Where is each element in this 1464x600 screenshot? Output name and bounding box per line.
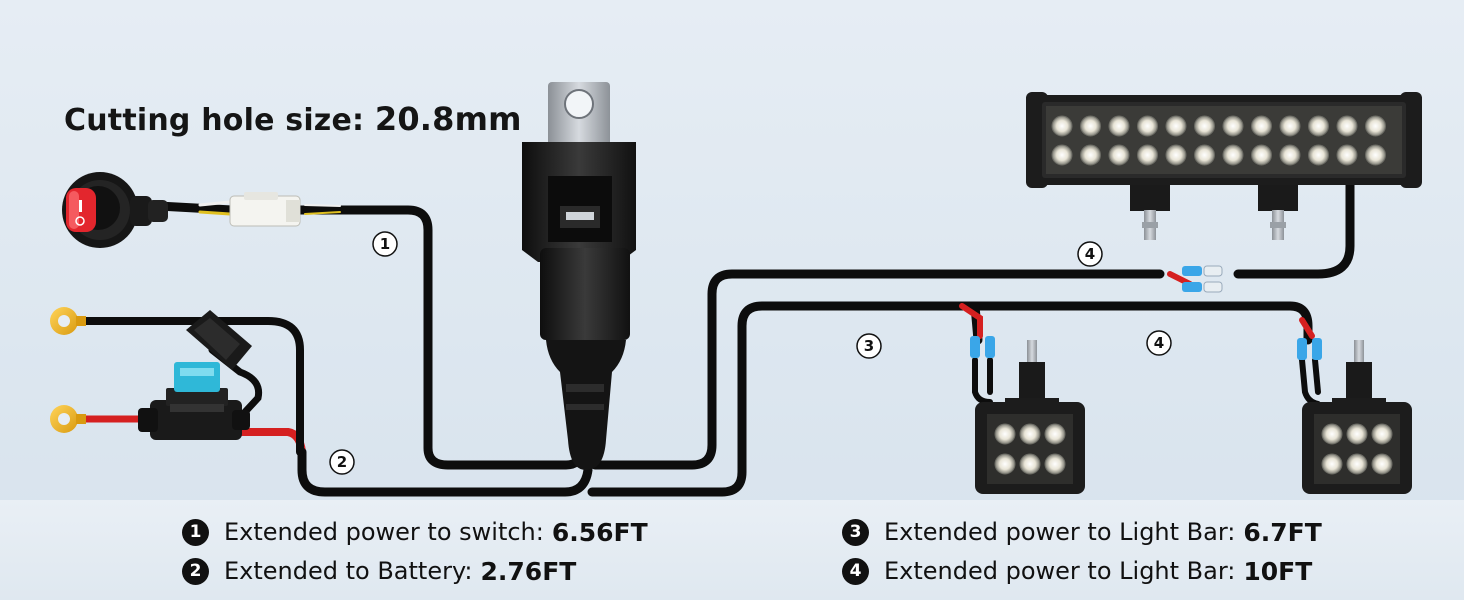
led-lens (1321, 453, 1343, 475)
led-lens (994, 423, 1016, 445)
wire-battery-negative (76, 317, 304, 456)
relay-icon (522, 82, 636, 470)
wire-fuse-loop (208, 346, 263, 416)
led-lens (1194, 144, 1215, 166)
cutting-hole-title: Cutting hole size: 20.8mm (64, 100, 522, 138)
wire-light-bar-feed (590, 180, 1355, 470)
wire-marker-1: 1 (372, 231, 398, 257)
ring-terminal-icon (50, 405, 86, 433)
bullet-connector-icon (970, 336, 1322, 360)
led-lens (1108, 144, 1130, 166)
cutting-hole-label: Cutting hole size: (64, 103, 365, 138)
led-lens (1108, 115, 1130, 137)
led-lens (1080, 144, 1101, 166)
legend-number: 3 (842, 518, 869, 546)
led-lens (1222, 144, 1244, 166)
led-lens (1371, 453, 1393, 475)
led-lens (1019, 423, 1041, 445)
led-lens (1165, 115, 1187, 137)
led-lens (1019, 453, 1041, 475)
led-lens (1336, 144, 1358, 166)
legend-value: 6.7FT (1243, 517, 1322, 547)
fuse-holder-icon (138, 310, 252, 440)
legend-band (0, 500, 1464, 600)
led-lens (1051, 115, 1073, 137)
svg-text:4: 4 (1154, 334, 1164, 352)
led-lens (1308, 144, 1329, 166)
led-light-bar-icon (1026, 92, 1422, 240)
led-lens (1251, 115, 1272, 137)
legend-number: 4 (842, 557, 869, 585)
led-lens (1194, 115, 1215, 137)
legend-label: Extended to Battery: (224, 557, 473, 585)
cutting-hole-value: 20.8mm (374, 100, 522, 138)
led-lens (1346, 423, 1368, 445)
led-lens (1137, 115, 1158, 137)
legend-number: 1 (182, 518, 209, 546)
wire-marker-3: 3 (856, 333, 882, 359)
led-lens (1321, 423, 1343, 445)
rocker-switch-icon (62, 172, 168, 248)
wiring-diagram: 1 2 3 4 4 (50, 82, 1422, 497)
led-lens (1346, 453, 1368, 475)
legend-value: 10FT (1243, 556, 1313, 586)
led-lens (1365, 144, 1386, 166)
led-lens (1251, 144, 1272, 166)
legend-item-1: 1 Extended power to switch: 6.56FT (182, 515, 648, 549)
led-lens (1336, 115, 1358, 137)
svg-text:1: 1 (380, 235, 390, 253)
led-lens (1137, 144, 1158, 166)
svg-text:3: 3 (864, 337, 874, 355)
legend-item-3: 3 Extended power to Light Bar: 6.7FT (842, 515, 1322, 549)
wire-marker-2: 2 (329, 449, 355, 475)
led-lens (1365, 115, 1386, 137)
legend-number: 2 (182, 557, 209, 585)
led-lens (1222, 115, 1244, 137)
led-pod-light-icon (1302, 340, 1412, 494)
led-pod-light-icon (975, 340, 1085, 494)
ring-terminal-icon (50, 307, 86, 335)
legend-value: 2.76FT (480, 556, 577, 586)
led-lens (1279, 144, 1301, 166)
led-lens (1044, 453, 1066, 475)
led-lens (1051, 144, 1073, 166)
legend-value: 6.56FT (551, 517, 648, 547)
legend-item-4: 4 Extended power to Light Bar: 10FT (842, 554, 1312, 588)
led-lens (1165, 144, 1187, 166)
svg-text:2: 2 (337, 453, 347, 471)
led-lens (1279, 115, 1301, 137)
legend-label: Extended power to Light Bar: (884, 557, 1236, 585)
legend-item-2: 2 Extended to Battery: 2.76FT (182, 554, 576, 588)
svg-text:4: 4 (1085, 245, 1095, 263)
led-lens (1308, 115, 1329, 137)
led-lens (1080, 115, 1101, 137)
wire-marker-4: 4 (1077, 241, 1103, 267)
switch-connector-icon (229, 192, 301, 227)
legend-label: Extended power to switch: (224, 518, 544, 546)
led-lens (994, 453, 1016, 475)
led-lens (1371, 423, 1393, 445)
led-lens (1044, 423, 1066, 445)
bullet-connector-icon (1182, 265, 1223, 293)
wire-marker-4: 4 (1146, 330, 1172, 356)
legend-label: Extended power to Light Bar: (884, 518, 1236, 546)
